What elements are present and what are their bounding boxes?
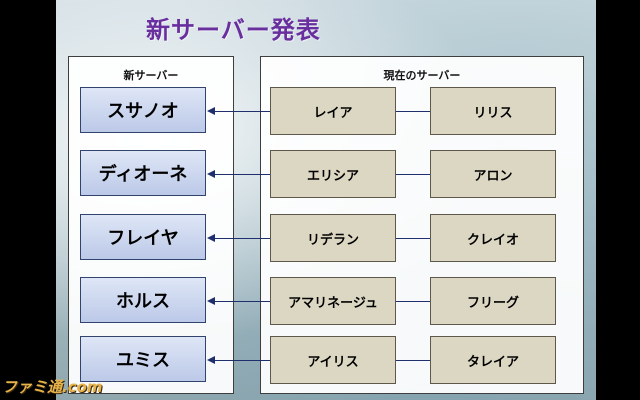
site-watermark-logo: ファミ通.com [2, 378, 103, 396]
slide-title: 新サーバー発表 [146, 16, 321, 44]
merge-arrow-icon [207, 356, 215, 364]
current-server-box: エリシア [270, 150, 396, 198]
merge-connector-line [214, 360, 270, 361]
current-server-box: タレイア [430, 336, 556, 384]
current-server-box: フリーグ [430, 277, 556, 325]
merge-connector-line [214, 301, 270, 302]
new-server-box: スサノオ [80, 87, 206, 133]
merge-arrow-icon [207, 107, 215, 115]
new-server-box: フレイヤ [80, 214, 206, 260]
right-letterbox [596, 0, 640, 400]
current-server-box: アマリネージュ [270, 277, 396, 325]
pair-connector-line [396, 301, 430, 302]
pair-connector-line [396, 238, 430, 239]
merge-arrow-icon [207, 234, 215, 242]
current-server-box: リリス [430, 87, 556, 135]
merge-arrow-icon [207, 297, 215, 305]
pair-connector-line [396, 111, 430, 112]
merge-connector-line [214, 238, 270, 239]
merge-connector-line [214, 174, 270, 175]
new-servers-header: 新サーバー [123, 69, 179, 82]
merge-connector-line [214, 111, 270, 112]
current-server-box: リデラン [270, 214, 396, 262]
pair-connector-line [396, 174, 430, 175]
current-servers-header: 現在のサーバー [383, 69, 461, 82]
current-server-box: アイリス [270, 336, 396, 384]
merge-arrow-icon [207, 170, 215, 178]
new-server-box: ホルス [80, 277, 206, 323]
new-server-box: ユミス [80, 336, 206, 382]
current-server-box: アロン [430, 150, 556, 198]
pair-connector-line [396, 360, 430, 361]
left-letterbox [0, 0, 56, 400]
new-server-box: ディオーネ [80, 150, 206, 196]
current-server-box: クレイオ [430, 214, 556, 262]
current-server-box: レイア [270, 87, 396, 135]
